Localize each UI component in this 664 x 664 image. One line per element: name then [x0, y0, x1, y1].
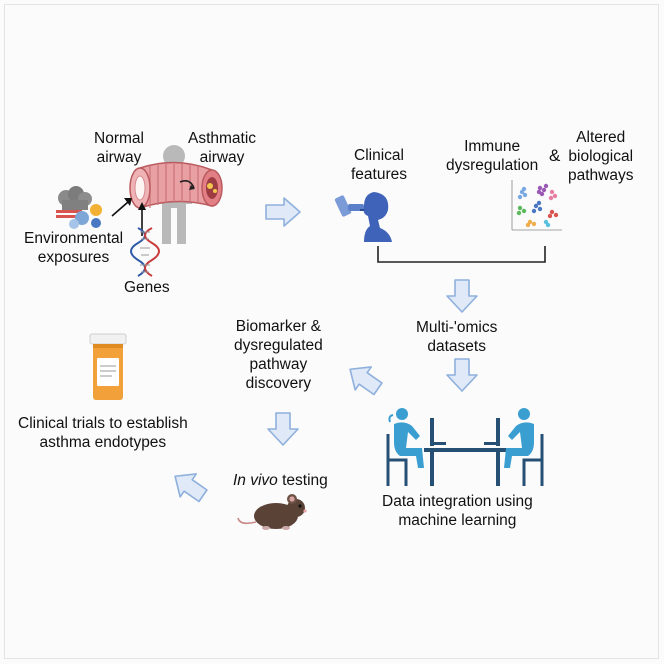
- label-in-vivo-rest: testing: [277, 472, 328, 489]
- airway-tube-icon: [129, 161, 223, 210]
- label-altered-pathways: Altered biological pathways: [568, 129, 634, 184]
- label-clinical-features: Clinical features: [351, 147, 408, 183]
- block-arrow-icon-down-1: [446, 279, 478, 313]
- group-bracket: [377, 246, 546, 263]
- label-in-vivo-testing: In vivo testing: [233, 471, 328, 490]
- block-arrow-icon-right: [265, 197, 301, 227]
- label-data-integration: Data integration using machine learning: [382, 493, 533, 529]
- label-ampersand: &: [549, 146, 561, 165]
- label-clinical-trials: Clinical trials to establish asthma endo…: [18, 415, 188, 451]
- tsne-scatter-icon: [511, 180, 562, 231]
- dna-helix-icon: [130, 227, 160, 277]
- pill-bottle-icon: [89, 333, 127, 400]
- label-multiomics-datasets: Multi-'omics datasets: [416, 319, 498, 355]
- data-scientists-icon: [386, 408, 544, 486]
- inhaler-patient-icon: [334, 192, 392, 242]
- exposure-arrows: [111, 198, 146, 236]
- label-asthmatic-airway: Asthmatic airway: [188, 130, 257, 166]
- label-immune-dysregulation: Immune dysregulation: [446, 138, 539, 174]
- block-arrow-icon-upleft-1: [349, 366, 383, 396]
- block-arrow-icon-down-3: [267, 412, 299, 446]
- block-arrow-icon-upleft-2: [174, 473, 208, 503]
- label-genes: Genes: [124, 279, 170, 296]
- pollution-cloud-icon: [56, 186, 102, 229]
- diagram-frame: [4, 4, 659, 659]
- block-arrow-icon-down-2: [446, 358, 478, 392]
- label-biomarker-discovery: Biomarker & dysregulated pathway discove…: [234, 318, 323, 392]
- mouse-icon: [237, 494, 307, 530]
- label-in-vivo-italic: In vivo: [233, 472, 278, 489]
- label-normal-airway: Normal airway: [94, 130, 144, 166]
- label-environmental-exposures: Environmental exposures: [24, 230, 124, 266]
